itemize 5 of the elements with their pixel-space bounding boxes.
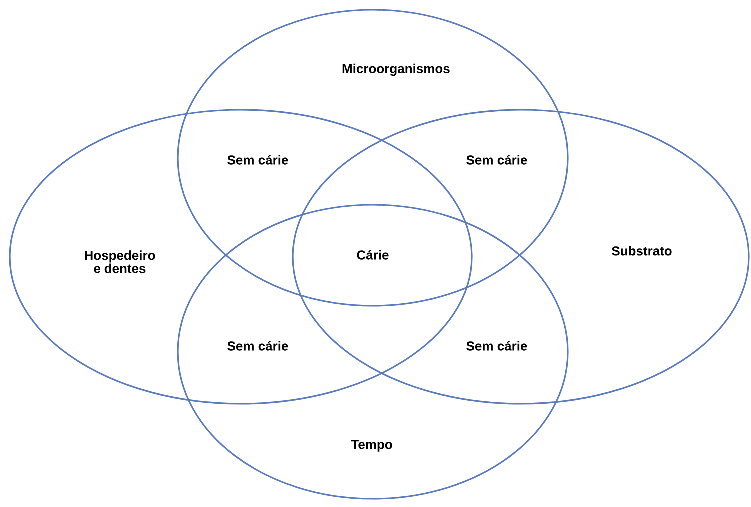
region-label: Cárie (357, 250, 389, 260)
region-label: Sem cárie (466, 341, 528, 351)
region-label: Sem cárie (228, 341, 288, 351)
region-label: Sem cárie (228, 155, 288, 165)
region-label: Sem cárie (466, 155, 528, 165)
